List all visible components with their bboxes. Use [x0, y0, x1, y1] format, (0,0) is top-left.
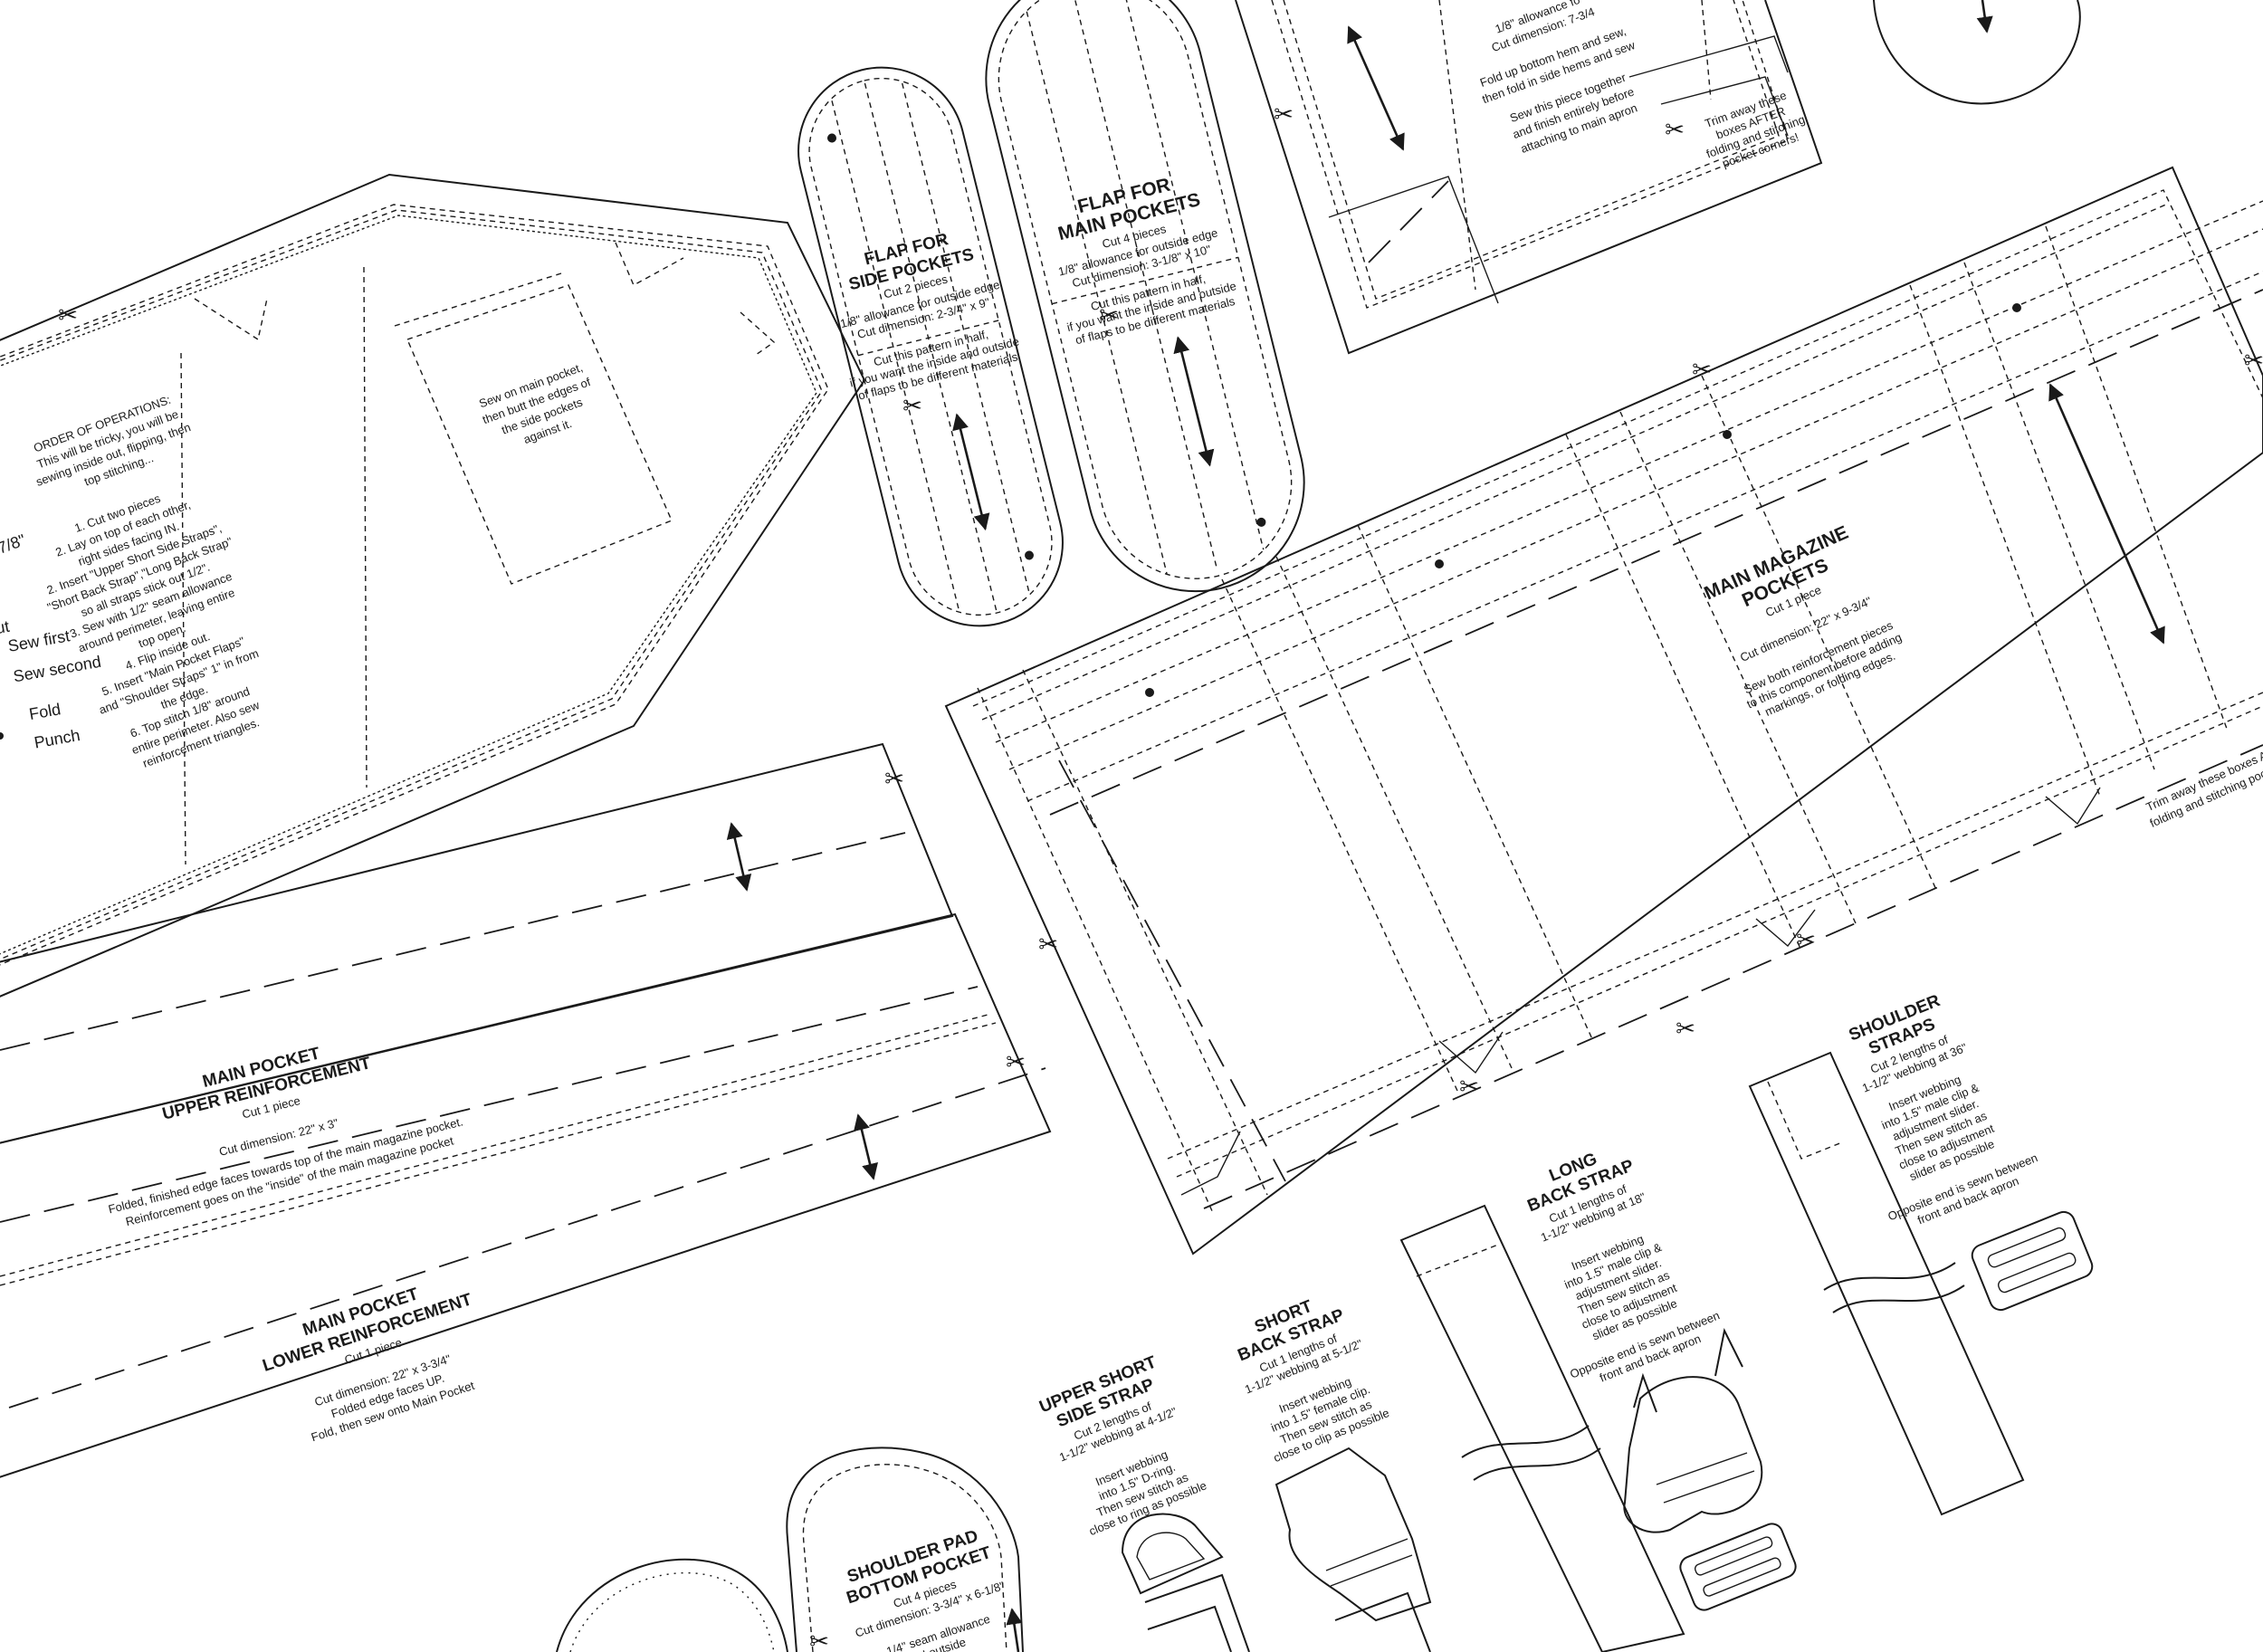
- side-pocket-trim-note: Trim away these boxes AFTER folding and …: [1703, 88, 1807, 170]
- grainline-arrow: [2048, 383, 2165, 645]
- female-clip-icon: [1275, 1447, 1432, 1622]
- short-back-strap-piece: [1275, 1447, 1432, 1652]
- scissors-icon: ✂: [1676, 1015, 1695, 1042]
- scissors-icon: ✂: [1274, 100, 1294, 128]
- punch-dot: [1435, 559, 1444, 568]
- side-pocket-instructions: 1/8" allowance fo Cut dimension: 7-3/4 F…: [1478, 0, 1639, 156]
- scissors-icon: ✂: [1038, 931, 1058, 958]
- scissors-icon: ✂: [2244, 347, 2263, 374]
- long-back-strap-piece: [1399, 1204, 1797, 1652]
- scissors-icon: ✂: [884, 765, 904, 792]
- shoulder-pad-bottom-pocket-piece: ✂: [786, 1447, 1024, 1652]
- punch-dot: [1145, 688, 1154, 697]
- scissors-icon: ✂: [1692, 356, 1712, 383]
- flap-main-pocket-piece: FLAP FOR MAIN POCKETS Cut 4 pieces 1/8" …: [985, 0, 1305, 593]
- grainline-arrow: [854, 1113, 878, 1180]
- shoulder-straps-label: SHOULDER STRAPS Cut 2 lengths of 1-1/2" …: [1847, 991, 2040, 1227]
- punch-dot: [1024, 550, 1034, 560]
- pocket-note: Sew on main pocket, then butt the edges …: [477, 360, 592, 446]
- lower-reinforcement-piece: ✂: [0, 912, 1052, 1478]
- grainline-arrow: [952, 413, 990, 531]
- legend-sew-first: Sew first: [6, 626, 71, 655]
- side-pocket-piece: ✂ ✂: [1235, 0, 1823, 355]
- upper-reinforcement-piece: ✂: [0, 742, 954, 1144]
- male-clip-icon: [1623, 1376, 1763, 1533]
- upper-short-side-strap-piece: [1121, 1513, 1250, 1652]
- adjustment-slider-icon: [1679, 1523, 1797, 1611]
- d-ring-icon: [1121, 1513, 1224, 1595]
- round-shoulder-pad-piece: [556, 1558, 788, 1652]
- shoulder-pad-label: SHOULDER PAD BOTTOM POCKET Cut 4 pieces …: [845, 1527, 1007, 1652]
- punch-dot: [0, 732, 4, 740]
- scissors-icon: ✂: [1665, 116, 1685, 143]
- lower-reinforcement-label: MAIN POCKET LOWER REINFORCEMENT Cut 1 pi…: [261, 1284, 477, 1444]
- short-back-strap-label: SHORT BACK STRAP Cut 1 lengths of 1-1/2"…: [1236, 1297, 1391, 1466]
- apron-piece: [0, 173, 866, 998]
- main-magazine-pocket-piece: ✂ ✂ ✂ ✂ ✂ ✂: [944, 166, 2263, 1256]
- legend-fold: Fold: [28, 700, 62, 723]
- scissors-icon: ✂: [1459, 1073, 1479, 1100]
- svg-text:Reinforcement goes on the "ins: Reinforcement goes on the "inside" of th…: [124, 1133, 455, 1228]
- grainline-arrow: [726, 822, 752, 892]
- scissors-icon: ✂: [58, 301, 78, 329]
- punch-dot: [1256, 517, 1266, 527]
- scissors-icon: ✂: [1796, 926, 1816, 953]
- punch-dot: [827, 133, 837, 143]
- main-magazine-trim-note: Trim away these boxes AFTER folding and …: [2144, 736, 2263, 830]
- strap-segment: [1147, 1605, 1232, 1652]
- grainline-arrow: [1347, 25, 1405, 151]
- legend-punch: Punch: [33, 726, 81, 752]
- shoulder-straps-piece: [1748, 1051, 2094, 1516]
- punch-dot: [1723, 430, 1732, 439]
- shoulder-pad-top-piece: [1873, 0, 2081, 105]
- grainline-arrow: [1006, 1608, 1023, 1652]
- flap-side-pocket-piece: FLAP FOR SIDE POCKETS Cut 2 pieces 1/8" …: [797, 66, 1064, 627]
- scissors-icon: ✂: [1099, 301, 1119, 329]
- legend-fragment-dim: ut: [0, 617, 11, 637]
- legend-sew-second: Sew second: [12, 653, 102, 686]
- grainline-arrow: [1976, 0, 1993, 33]
- scissors-icon: ✂: [902, 392, 922, 419]
- long-back-strap-label: LONG BACK STRAP Cut 1 lengths of 1-1/2" …: [1525, 1150, 1722, 1385]
- scissors-icon: ✂: [1006, 1048, 1026, 1075]
- legend-fragment-seam: 7/8": [0, 530, 28, 558]
- grainline-arrow: [1173, 336, 1215, 467]
- punch-dot: [2012, 303, 2021, 312]
- adjustment-slider-icon: [1971, 1210, 2094, 1312]
- scissors-icon: ✂: [809, 1628, 829, 1652]
- upper-short-side-strap-label: UPPER SHORT SIDE STRAP Cut 2 lengths of …: [1036, 1352, 1208, 1538]
- main-magazine-label: MAIN MAGAZINE POCKETS Cut 1 piece Cut di…: [1701, 522, 1904, 719]
- order-of-operations: ORDER OF OPERATIONS: This will be tricky…: [32, 393, 193, 489]
